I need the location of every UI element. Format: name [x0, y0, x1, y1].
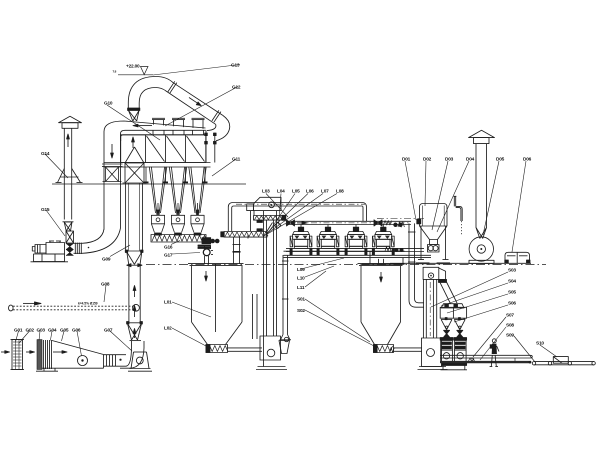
- svg-text:D01: D01: [402, 157, 411, 163]
- svg-text:L05: L05: [292, 189, 300, 195]
- svg-text:L08: L08: [336, 189, 344, 195]
- svg-text:L11: L11: [297, 285, 305, 291]
- svg-text:G01: G01: [14, 328, 23, 334]
- svg-text:L06: L06: [306, 189, 314, 195]
- svg-text:S04: S04: [508, 279, 516, 285]
- svg-text:S02: S02: [297, 308, 305, 314]
- svg-text:G04: G04: [48, 328, 57, 334]
- svg-text:L02: L02: [164, 326, 172, 332]
- svg-text:G11: G11: [232, 157, 241, 163]
- svg-text:7.8: 7.8: [113, 70, 117, 74]
- svg-text:G02: G02: [26, 328, 35, 334]
- svg-text:k=4.5% Ø159: k=4.5% Ø159: [78, 302, 98, 306]
- svg-text:L03: L03: [262, 189, 270, 195]
- svg-text:S06: S06: [508, 301, 516, 307]
- svg-text:L10: L10: [297, 276, 305, 282]
- svg-text:G16: G16: [164, 245, 173, 251]
- svg-text:D04: D04: [466, 157, 475, 163]
- svg-text:G06: G06: [72, 328, 81, 334]
- svg-text:G10: G10: [104, 101, 113, 107]
- svg-text:G17: G17: [164, 253, 173, 259]
- svg-text:L07: L07: [321, 189, 329, 195]
- svg-text:S01: S01: [297, 297, 305, 303]
- svg-text:G13: G13: [231, 63, 240, 69]
- svg-text:D02: D02: [423, 157, 432, 163]
- svg-text:G03: G03: [37, 328, 46, 334]
- svg-text:S10: S10: [536, 341, 544, 347]
- svg-text:S03: S03: [508, 268, 516, 274]
- svg-text:L01: L01: [164, 300, 172, 306]
- svg-text:G08: G08: [101, 282, 110, 288]
- svg-text:L09: L09: [297, 267, 305, 273]
- svg-text:G07: G07: [104, 328, 113, 334]
- svg-text:S08: S08: [506, 323, 514, 329]
- svg-text:D06: D06: [523, 157, 532, 163]
- svg-text:G05: G05: [60, 328, 69, 334]
- svg-text:G09: G09: [102, 257, 111, 263]
- svg-text:G14: G14: [41, 151, 50, 157]
- svg-text:L04: L04: [277, 189, 285, 195]
- svg-text:G15: G15: [41, 207, 50, 213]
- svg-text:D03: D03: [445, 157, 454, 163]
- svg-text:G12: G12: [232, 85, 241, 91]
- svg-text:S05: S05: [508, 290, 516, 296]
- svg-text:+22.00: +22.00: [126, 64, 140, 70]
- svg-text:S07: S07: [506, 313, 514, 319]
- svg-text:D05: D05: [496, 157, 505, 163]
- svg-text:S09: S09: [506, 333, 514, 339]
